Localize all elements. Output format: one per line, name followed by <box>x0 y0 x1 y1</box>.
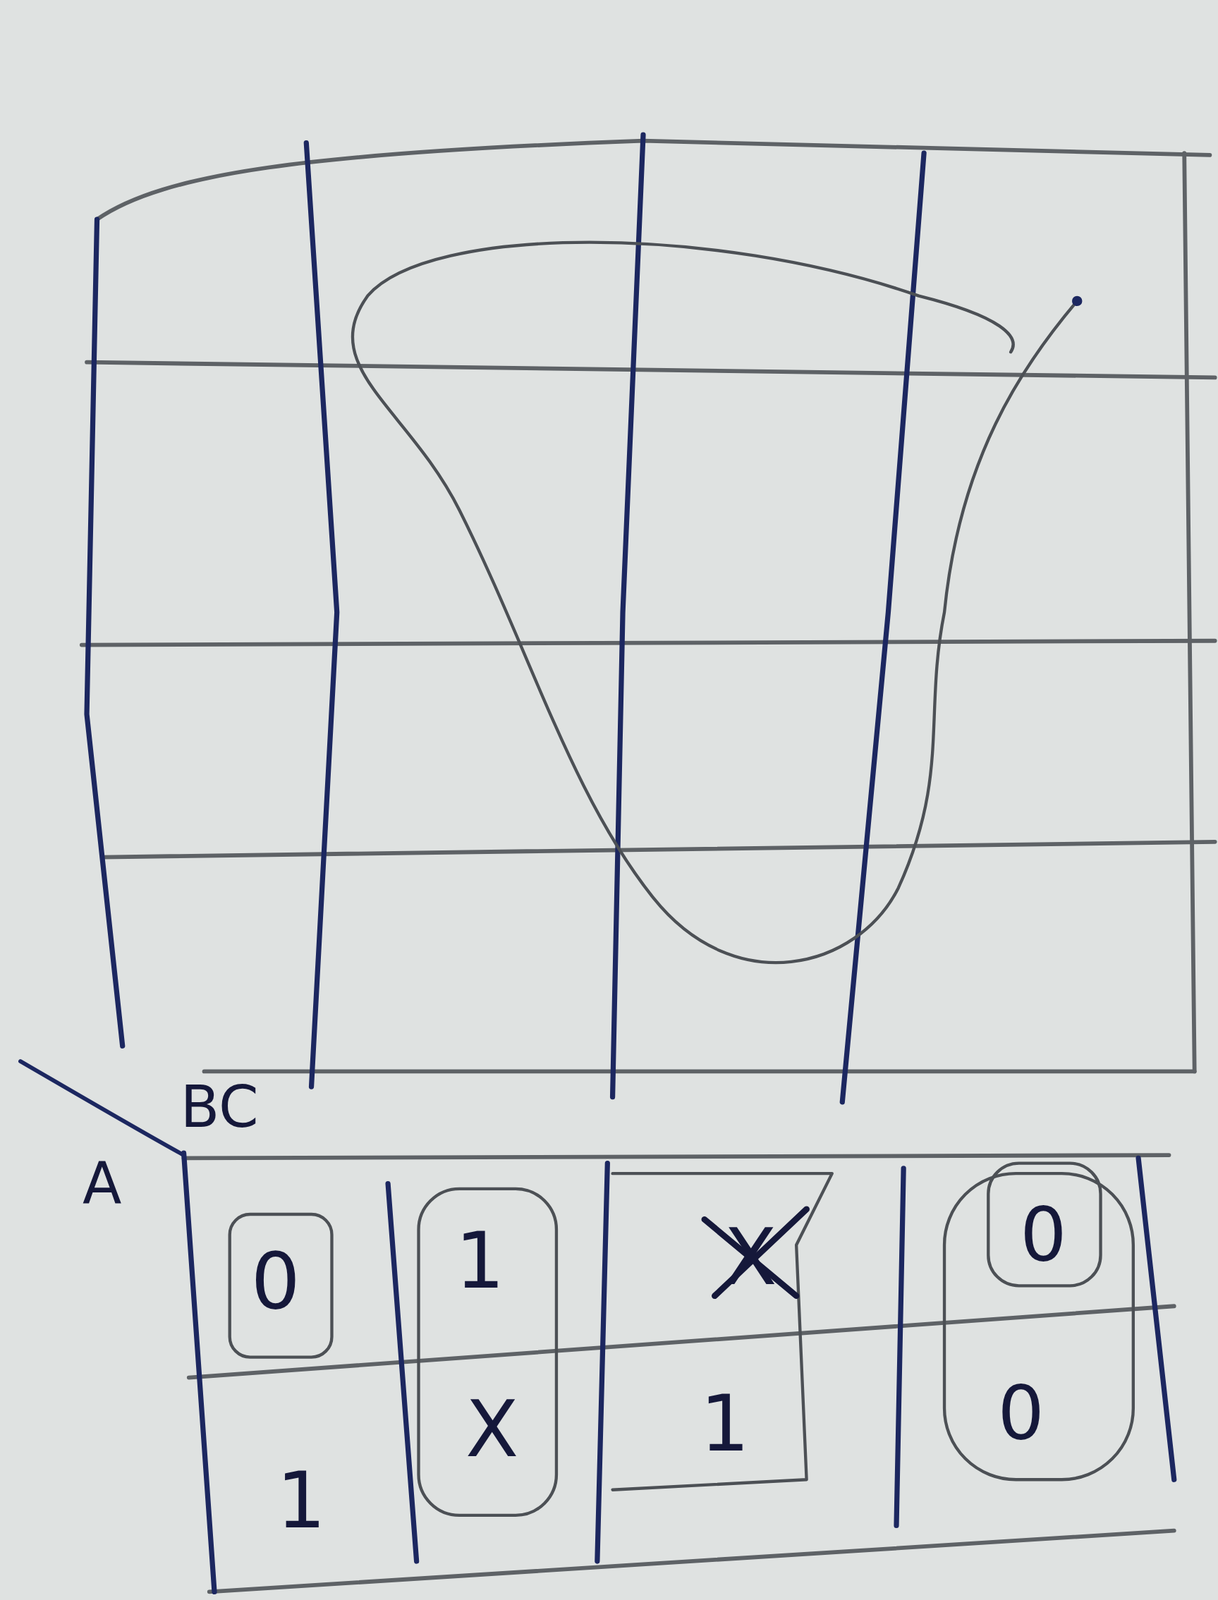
cell-value: 0 <box>997 1377 1044 1451</box>
cell-value: 0 <box>251 1242 301 1321</box>
cell-value: 1 <box>454 1222 505 1300</box>
column-variables: BC <box>180 1079 259 1137</box>
row-variable: A <box>82 1155 122 1214</box>
lower-grid-columns <box>184 1153 1175 1592</box>
corner-diagonal <box>20 1061 185 1156</box>
upper-grid-rows <box>81 141 1216 1073</box>
scribble <box>704 1209 807 1297</box>
cell-value: 1 <box>700 1385 750 1463</box>
upper-grid-columns <box>86 134 924 1103</box>
cell-value: 1 <box>276 1462 326 1540</box>
group-loop <box>352 242 1077 963</box>
group-loops <box>229 1163 1134 1516</box>
cell-value: X <box>465 1390 519 1469</box>
cell-value: X <box>723 1218 777 1297</box>
lower-grid-rows <box>184 1155 1175 1592</box>
cell-value: 0 <box>1019 1198 1067 1272</box>
